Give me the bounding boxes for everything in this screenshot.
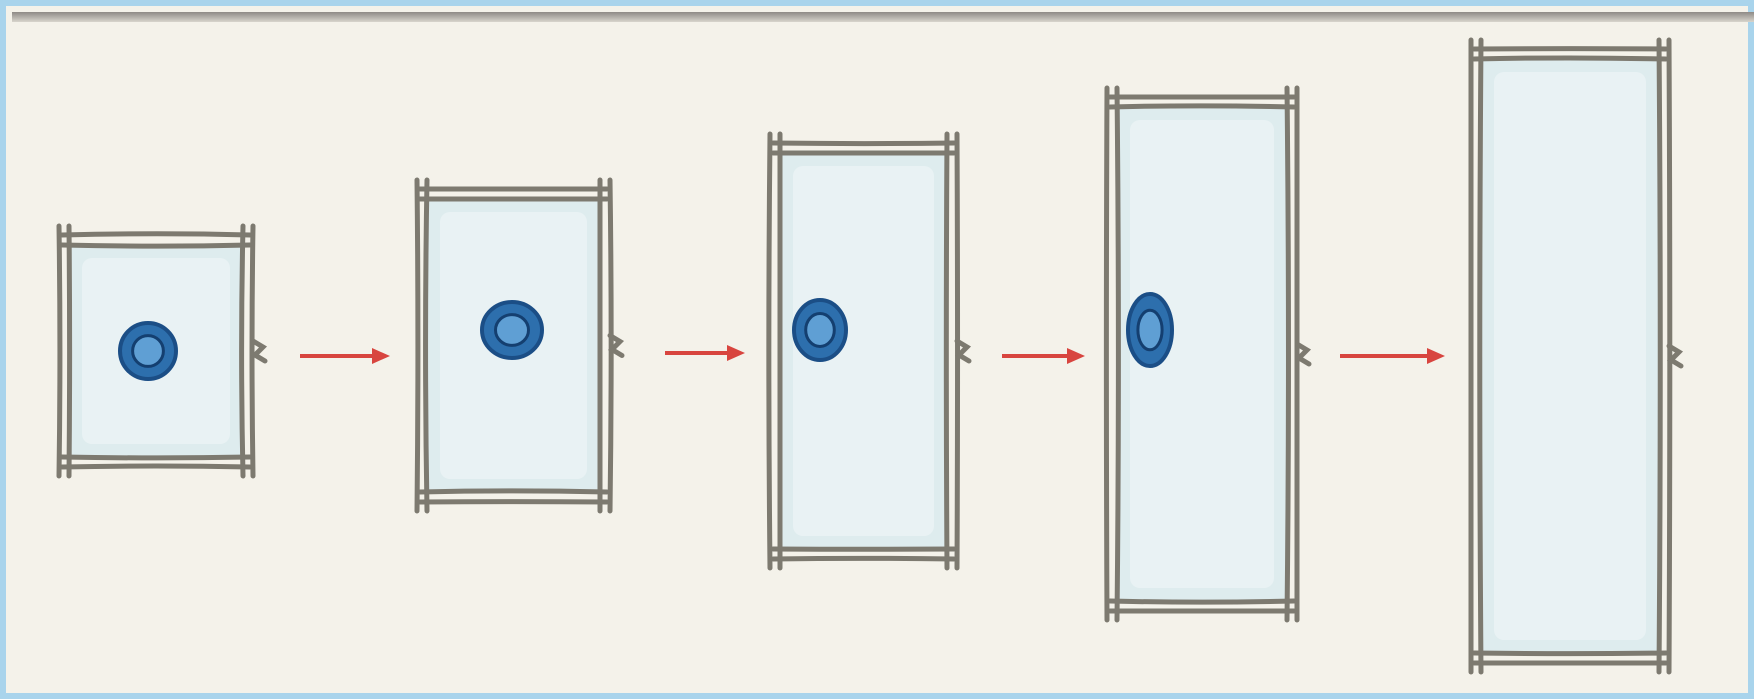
left-wall-outer — [59, 226, 60, 476]
right-wall-outer — [252, 226, 253, 476]
arrow-head — [1067, 348, 1085, 364]
wall-junction — [253, 341, 265, 361]
cell-stage-4 — [1106, 88, 1309, 620]
arrow-1 — [300, 348, 390, 364]
bottom-wall-inner — [420, 491, 607, 492]
bottom-wall-inner — [1110, 601, 1294, 602]
right-wall-inner — [242, 226, 243, 476]
cell-stage-3 — [769, 134, 969, 568]
arrow-4 — [1340, 348, 1445, 364]
left-wall-outer — [769, 134, 770, 568]
right-wall-outer — [1669, 40, 1670, 672]
arrow-head — [372, 348, 390, 364]
right-wall-inner — [946, 134, 947, 568]
cell-stage-1 — [59, 226, 265, 476]
top-wall-inner — [1474, 58, 1666, 59]
left-wall-outer — [417, 180, 418, 511]
arrow-3 — [1002, 348, 1085, 364]
right-wall-outer — [957, 134, 958, 568]
cell-stage-5 — [1471, 40, 1681, 672]
left-wall-inner — [1480, 40, 1481, 672]
cell-stage-2 — [417, 180, 622, 511]
right-wall-outer — [610, 180, 611, 511]
left-wall-inner — [426, 180, 427, 511]
top-wall-outer — [62, 234, 250, 235]
nucleolus — [133, 336, 164, 367]
top-wall-inner — [1110, 106, 1294, 107]
arrow-2 — [665, 345, 745, 361]
bottom-wall-inner — [1474, 653, 1666, 654]
bottom-wall-outer — [62, 466, 250, 467]
top-wall-outer — [773, 143, 954, 144]
top-wall-inner — [62, 245, 250, 246]
left-wall-inner — [69, 226, 70, 476]
arrow-head — [727, 345, 745, 361]
left-wall-outer — [1106, 88, 1107, 620]
right-wall-inner — [1287, 88, 1288, 620]
left-wall-inner — [1117, 88, 1118, 620]
bottom-wall-inner — [62, 457, 250, 458]
nucleolus — [1138, 310, 1162, 350]
nucleolus — [806, 314, 835, 347]
cytoplasm-highlight — [1494, 72, 1646, 640]
nucleolus — [496, 315, 529, 346]
right-wall-inner — [1659, 40, 1660, 672]
bottom-wall-outer — [773, 558, 954, 559]
arrow-head — [1427, 348, 1445, 364]
